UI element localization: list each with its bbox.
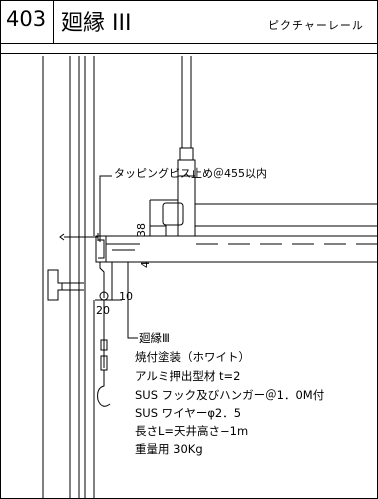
channel-clip — [162, 202, 184, 226]
rail-inner — [98, 239, 105, 259]
spec-line-3: SUS フック及びハンガー＠1．0M付 — [135, 388, 325, 402]
wire-clamp-1 — [100, 339, 108, 351]
dim-20: 20 — [96, 304, 110, 317]
spec-line-1: 焼付塗装（ホワイト） — [135, 350, 250, 364]
screw-tip — [59, 233, 65, 241]
screw-leader — [99, 175, 112, 242]
rail-profile — [95, 235, 107, 263]
hanger-body — [177, 176, 196, 236]
spec-line-5: 長さL=天井高さ−1m — [135, 424, 249, 438]
spec-line-4: SUS ワイヤーφ2．5 — [135, 406, 242, 420]
hook-stem — [99, 262, 105, 298]
wall-profile-flange — [62, 282, 84, 291]
wall-profile — [47, 269, 63, 301]
channel-runner — [195, 203, 378, 227]
channel-left — [149, 199, 178, 236]
drawing-subtitle: ピクチャーレール — [268, 19, 364, 32]
dim-4: 4 — [139, 261, 152, 268]
spec-leader — [127, 262, 138, 339]
spec-line-2: アルミ押出型材 t=2 — [135, 369, 241, 383]
spec-heading: 廻縁Ⅲ — [139, 331, 170, 345]
drawing-title: 廻縁 III — [61, 11, 132, 36]
dim-38: 38 — [135, 223, 148, 237]
lower-hook — [97, 370, 111, 407]
hanger-nut — [179, 147, 194, 161]
dim-10: 10 — [119, 290, 133, 303]
drawing-number: 403 — [6, 7, 47, 31]
hanger-clamp — [177, 159, 196, 177]
spec-line-6: 重量用 30Kg — [135, 442, 203, 456]
screw-callout: タッピングビス止め＠455以内 — [114, 167, 267, 180]
